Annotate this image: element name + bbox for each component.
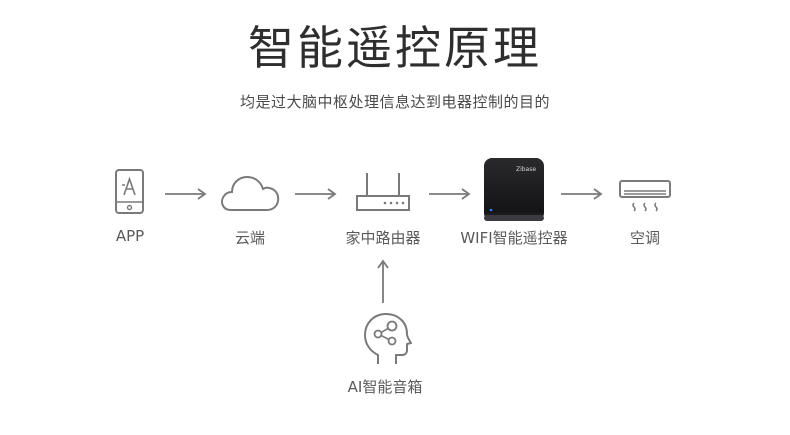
node-app-label: APP (115, 227, 145, 245)
node-ac: 空调 (612, 165, 678, 255)
arrow-router-to-remote (429, 188, 471, 200)
cloud-icon (221, 175, 280, 211)
arrow-speaker-to-router (377, 259, 389, 303)
node-ac-label: 空调 (629, 229, 661, 247)
node-speaker: AI智能音箱 (347, 308, 423, 408)
node-cloud-label: 云端 (234, 229, 266, 247)
arrow-cloud-to-router (295, 188, 337, 200)
node-remote-label: WIFI智能遥控器 (460, 229, 568, 247)
page-title: 智能遥控原理 (248, 21, 542, 75)
air-conditioner-icon (619, 180, 671, 212)
router-icon (356, 173, 410, 211)
node-cloud: 云端 (215, 165, 285, 255)
node-router: 家中路由器 (340, 165, 426, 255)
page-subtitle: 均是过大脑中枢处理信息达到电器控制的目的 (239, 93, 550, 111)
node-router-label: 家中路由器 (345, 229, 421, 247)
ai-head-icon (364, 313, 412, 364)
node-remote: Zibase WIFI智能遥控器 (460, 155, 568, 255)
node-speaker-label: AI智能音箱 (347, 378, 423, 396)
arrow-app-to-cloud (165, 188, 207, 200)
wifi-remote-device-icon: Zibase (484, 158, 544, 221)
node-app: APP (100, 165, 160, 255)
device-brand: Zibase (516, 166, 536, 173)
smartphone-icon (115, 169, 144, 214)
arrow-remote-to-ac (561, 188, 603, 200)
